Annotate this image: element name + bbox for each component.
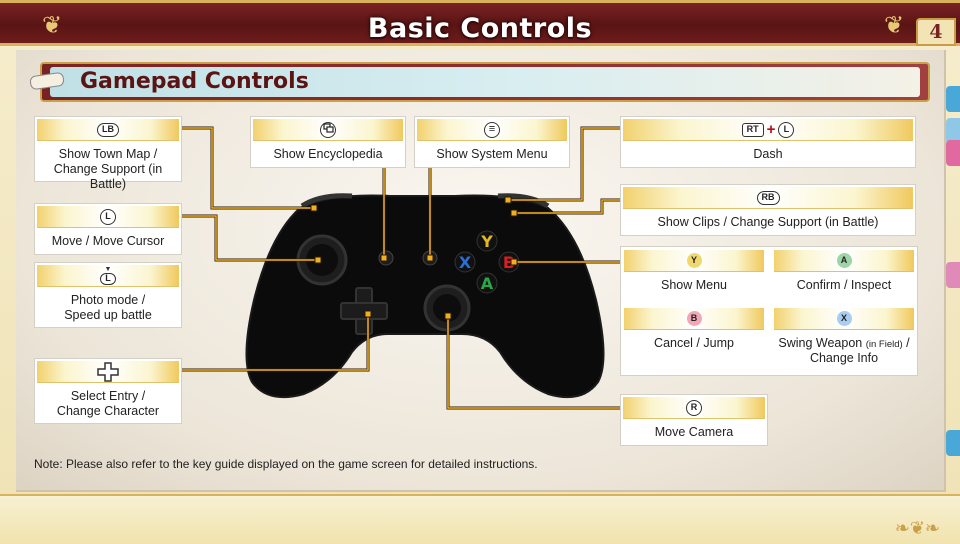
header-bar: ❦ Basic Controls ❦ (0, 0, 960, 46)
a-label: Confirm / Inspect (796, 278, 892, 292)
control-card-x: X Swing Weapon (in Field) / Change Info (772, 306, 916, 374)
dpad-label-line2: Change Character (56, 404, 160, 418)
b-small-icon: B (686, 311, 702, 326)
lb-label-line1: Show Town Map / (58, 147, 158, 161)
r-stick-button-icon: R (686, 399, 702, 416)
rb-button-icon: RB (756, 190, 780, 205)
control-card-b: B Cancel / Jump (622, 306, 766, 374)
rt-button-icon: RT (741, 122, 764, 137)
dash-label: Dash (753, 147, 783, 161)
x-label-line1: Swing Weapon (in Field) / (778, 336, 910, 350)
menu-small-icon: ≡ (484, 121, 500, 138)
lb-button-icon: LB (97, 122, 119, 137)
control-card-lb: LB Show Town Map / Change Support (in Ba… (34, 116, 182, 191)
side-tab[interactable] (946, 430, 960, 456)
dpad-label-line1: Select Entry / (70, 389, 146, 403)
l-click-label-line1: Photo mode / (70, 293, 146, 307)
a-small-icon: A (836, 253, 852, 268)
l-click-icon: ▼ L (100, 266, 116, 285)
footer-bar: ❧❦❧ (0, 494, 960, 544)
footnote: Note: Please also refer to the key guide… (34, 457, 538, 471)
side-tab[interactable] (946, 118, 960, 144)
side-tab[interactable] (946, 262, 960, 288)
l-button-icon: L (778, 121, 795, 138)
x-small-icon: X (836, 311, 852, 326)
page-number: 4 (916, 18, 956, 46)
l-stick-label: Move / Move Cursor (51, 234, 165, 248)
control-card-l-click: ▼ L Photo mode / Speed up battle (34, 262, 182, 328)
side-tab[interactable] (946, 86, 960, 112)
control-card-y: Y Show Menu (622, 248, 766, 306)
control-card-r-stick: R Move Camera (620, 394, 768, 446)
control-card-menu: ≡ Show System Menu (414, 116, 570, 168)
l-click-label-line2: Speed up battle (64, 308, 152, 322)
menu-label: Show System Menu (436, 147, 548, 161)
l-stick-button-icon: L (100, 208, 116, 225)
ornament-right-icon: ❦ (883, 12, 905, 39)
lb-label-line2: Change Support (in Battle) (53, 162, 163, 191)
y-label: Show Menu (660, 278, 727, 292)
page-title: Basic Controls (367, 13, 593, 44)
plus-icon: + (766, 120, 776, 138)
b-label: Cancel / Jump (654, 336, 734, 350)
control-card-dash: RT + L Dash (620, 116, 916, 168)
r-stick-label: Move Camera (654, 425, 734, 439)
ornament-footer-icon: ❧❦❧ (894, 518, 940, 538)
control-card-rb: RB Show Clips / Change Support (in Battl… (620, 184, 916, 236)
view-label: Show Encyclopedia (273, 147, 383, 161)
section-title: Gamepad Controls (50, 67, 920, 97)
dpad-small-icon (97, 361, 119, 382)
view-small-icon (320, 121, 336, 138)
section-header: Gamepad Controls (40, 62, 930, 102)
side-tab[interactable] (946, 140, 960, 166)
ornament-left-icon: ❦ (41, 12, 63, 39)
control-card-view: Show Encyclopedia (250, 116, 406, 168)
control-card-a: A Confirm / Inspect (772, 248, 916, 306)
y-small-icon: Y (686, 253, 702, 268)
x-label-line2: Change Info (809, 351, 879, 365)
control-card-l-stick: L Move / Move Cursor (34, 203, 182, 255)
rb-label: Show Clips / Change Support (in Battle) (657, 215, 879, 229)
control-card-dpad: Select Entry / Change Character (34, 358, 182, 424)
